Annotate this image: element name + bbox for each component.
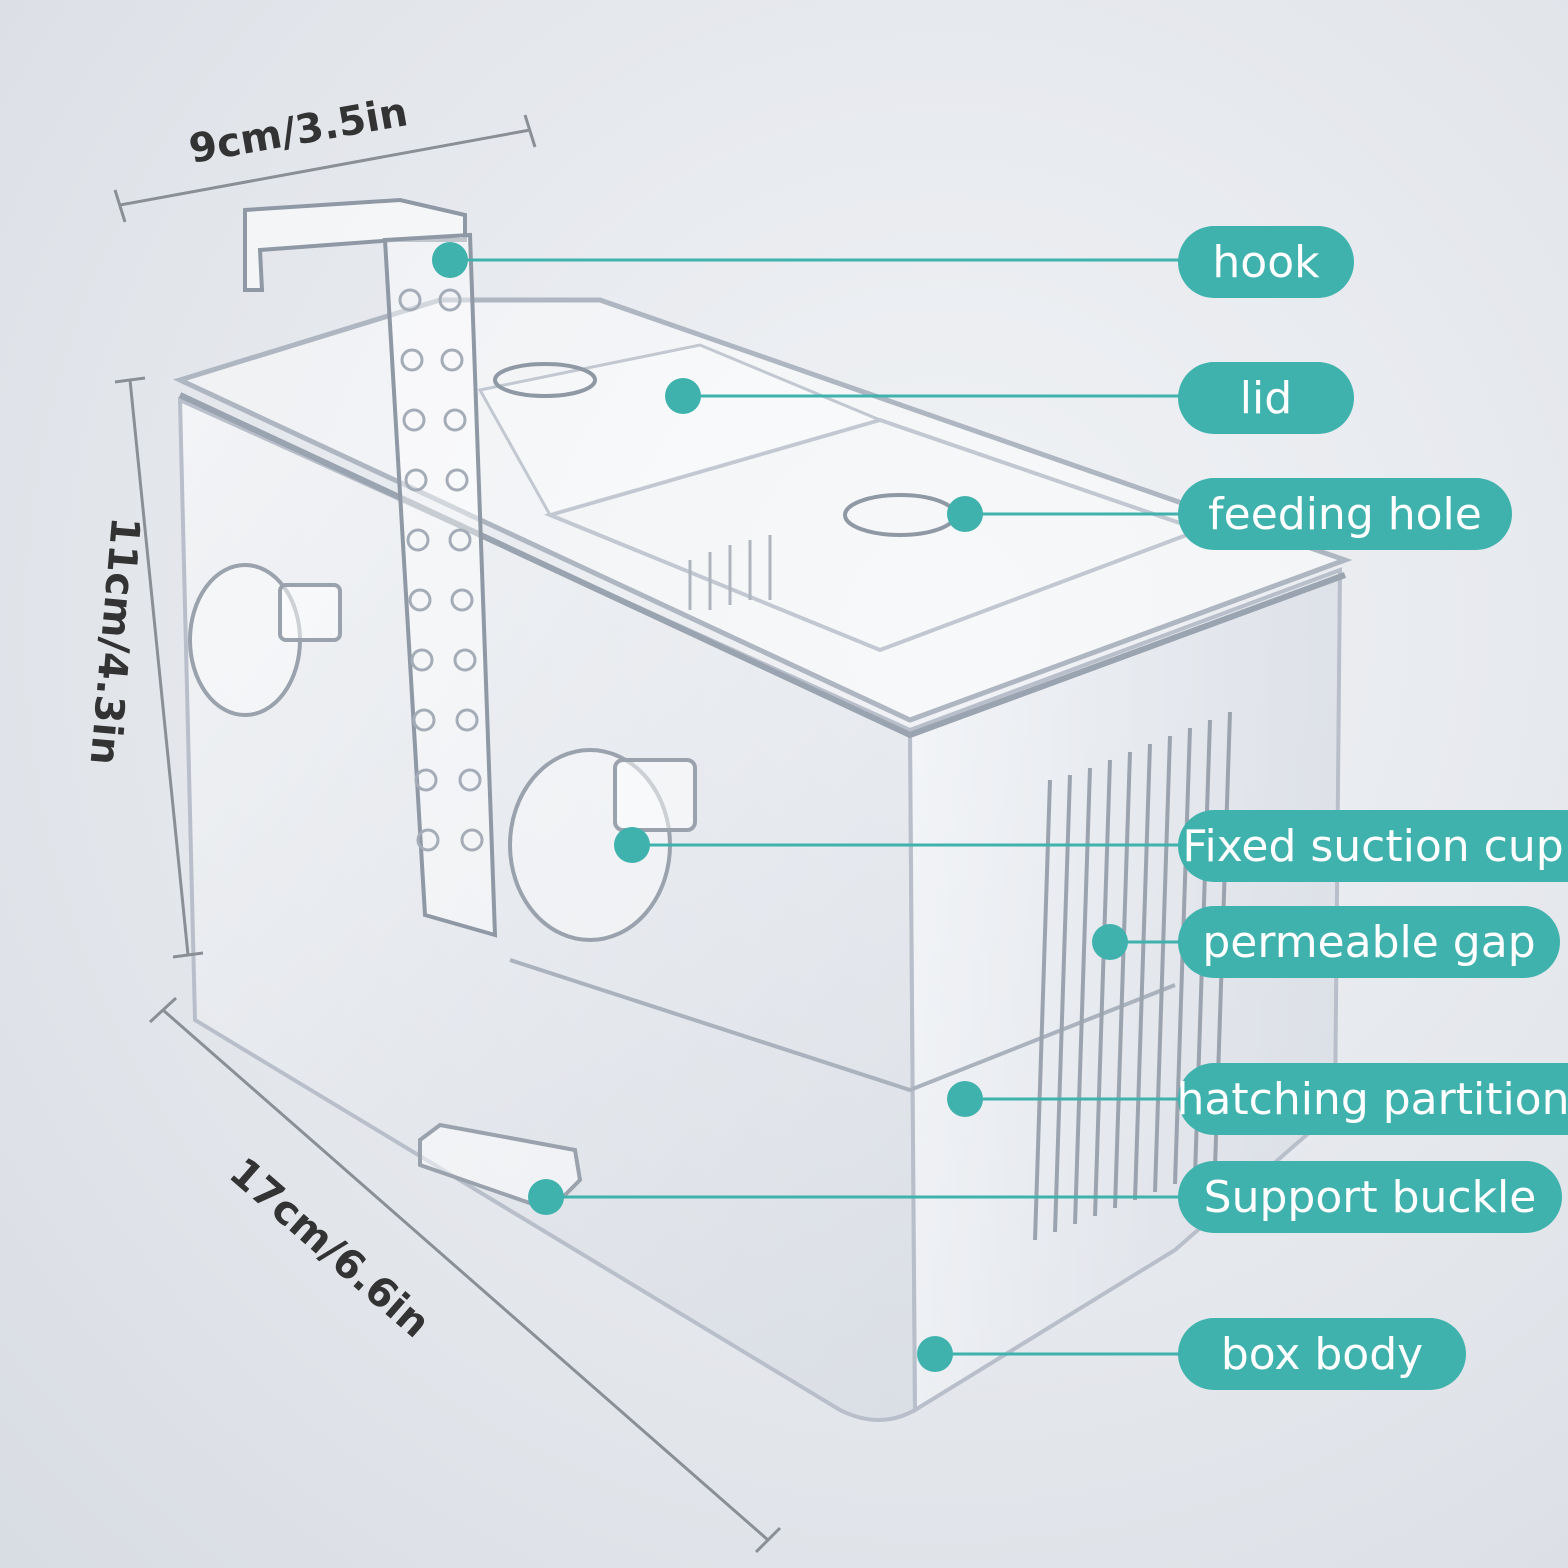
inner-slats [688,535,772,610]
suction-mount-left [278,583,342,642]
callout-hook: hook [1178,226,1354,298]
feeding-hole-1 [493,362,597,398]
callout-hatching-partition: hatching partition [1177,1063,1568,1135]
callout-permeable-gap: permeable gap [1178,906,1560,978]
callout-dots [432,242,1128,1372]
callout-leaders [450,258,1180,1356]
lid-rim [178,392,1347,739]
callout-fixed-suction-cup: Fixed suction cup [1178,810,1568,882]
callout-lid: lid [1178,362,1354,434]
hook-holes [398,288,484,852]
lid-hump [477,343,885,517]
suction-mount-fixed [613,758,697,832]
partition-line [509,958,1176,1093]
callout-support-buckle: Support buckle [1178,1161,1562,1233]
dimension-lines [113,114,782,1554]
box-lid [173,297,1353,723]
callout-box-body: box body [1178,1318,1466,1390]
callout-feeding-hole: feeding hole [1178,478,1512,550]
